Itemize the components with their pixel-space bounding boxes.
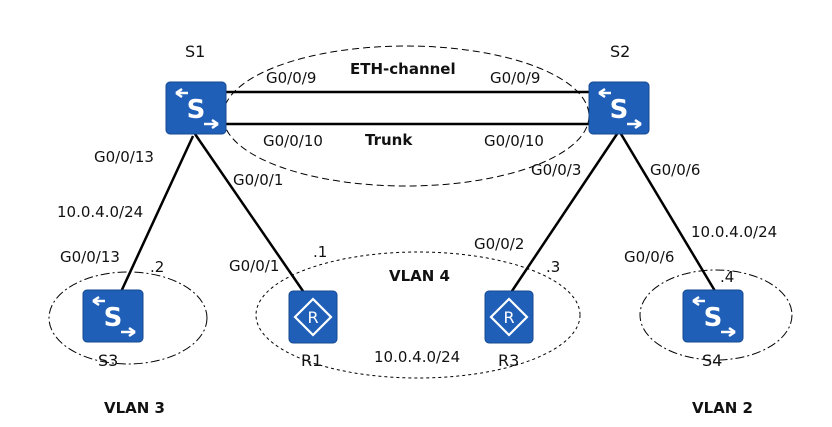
link-s1-s3 bbox=[118, 135, 195, 295]
interface-label-s1-g0013: G0/0/13 bbox=[94, 148, 154, 166]
vlan3-label: VLAN 3 bbox=[104, 399, 165, 417]
interface-label-s2-g0010: G0/0/10 bbox=[484, 132, 544, 150]
subnet-label-left: 10.0.4.0/24 bbox=[57, 203, 143, 221]
router-icon bbox=[483, 289, 535, 345]
interface-label-r3-g002: G0/0/2 bbox=[474, 235, 524, 253]
host-label-r3: .3 bbox=[546, 258, 560, 276]
link-s1-r1 bbox=[193, 133, 307, 295]
host-label-s4: .4 bbox=[720, 268, 734, 286]
switch-icon bbox=[681, 288, 745, 344]
router-r1[interactable] bbox=[287, 289, 339, 345]
interface-label-s2-g006: G0/0/6 bbox=[650, 161, 700, 179]
vlan4-ellipse bbox=[255, 251, 581, 379]
switch-s3[interactable] bbox=[81, 288, 145, 344]
device-label-s3: S3 bbox=[98, 351, 118, 370]
link-s2-r3 bbox=[508, 133, 619, 295]
switch-icon bbox=[164, 80, 228, 136]
vlan3-ellipse bbox=[48, 271, 208, 365]
device-label-s2: S2 bbox=[610, 42, 630, 61]
device-label-s1: S1 bbox=[185, 42, 205, 61]
host-label-r1: .1 bbox=[313, 243, 327, 261]
trunk-label: Trunk bbox=[365, 131, 413, 149]
switch-s4[interactable] bbox=[681, 288, 745, 344]
vlan2-label: VLAN 2 bbox=[692, 399, 753, 417]
vlan2-ellipse bbox=[639, 269, 793, 361]
device-label-r1: R1 bbox=[301, 351, 322, 370]
host-label-s3: .2 bbox=[150, 258, 164, 276]
switch-icon bbox=[587, 80, 651, 136]
switch-icon bbox=[81, 288, 145, 344]
subnet-label-middle: 10.0.4.0/24 bbox=[374, 348, 460, 366]
router-r3[interactable] bbox=[483, 289, 535, 345]
vlan4-label: VLAN 4 bbox=[389, 267, 450, 285]
interface-label-s2-g009: G0/0/9 bbox=[490, 69, 540, 87]
eth-channel-label: ETH-channel bbox=[350, 60, 456, 78]
router-icon bbox=[287, 289, 339, 345]
link-s2-s4 bbox=[619, 133, 717, 292]
interface-label-r1-g001: G0/0/1 bbox=[229, 257, 279, 275]
switch-s1[interactable] bbox=[164, 80, 228, 136]
interface-label-s4-g006: G0/0/6 bbox=[624, 248, 674, 266]
interface-label-s1-g009: G0/0/9 bbox=[266, 69, 316, 87]
device-label-r3: R3 bbox=[498, 351, 519, 370]
switch-s2[interactable] bbox=[587, 80, 651, 136]
interface-label-s3-g0013: G0/0/13 bbox=[60, 248, 120, 266]
interface-label-s1-g0010: G0/0/10 bbox=[263, 132, 323, 150]
subnet-label-right: 10.0.4.0/24 bbox=[691, 223, 777, 241]
device-label-s4: S4 bbox=[702, 351, 722, 370]
interface-label-s1-g001: G0/0/1 bbox=[233, 171, 283, 189]
interface-label-s2-g003: G0/0/3 bbox=[531, 161, 581, 179]
